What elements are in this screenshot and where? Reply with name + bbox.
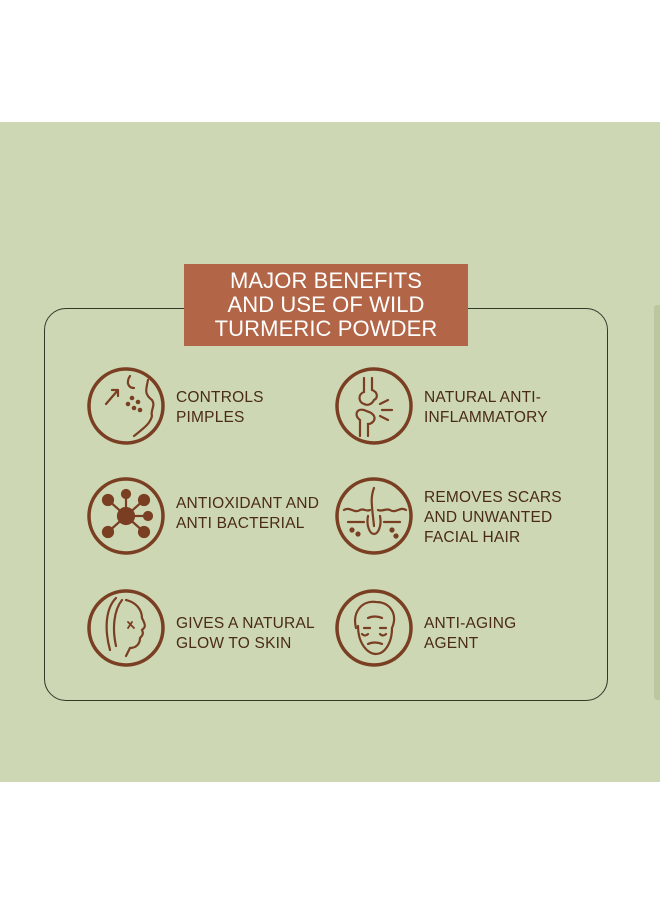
benefit-label-antiaging: ANTI-AGING AGENT [424, 615, 517, 652]
hair-follicle-icon [334, 476, 414, 556]
joint-inflammation-icon [334, 366, 414, 446]
benefit-label-antioxidant: ANTIOXIDANT AND ANTI BACTERIAL [176, 495, 320, 532]
benefit-label-glow: GIVES A NATURAL GLOW TO SKIN [176, 615, 315, 652]
benefit-label-scars: REMOVES SCARS AND UNWANTED FACIAL HAIR [424, 489, 562, 546]
side-edge-bar [654, 305, 660, 700]
title-banner: MAJOR BENEFITS AND USE OF WILD TURMERIC … [184, 264, 468, 346]
title-text: MAJOR BENEFITS AND USE OF WILD TURMERIC … [214, 268, 438, 341]
face-pimples-icon [86, 366, 166, 446]
molecule-icon [86, 476, 166, 556]
glowing-face-icon [86, 588, 166, 668]
infographic-panel [0, 122, 660, 782]
benefit-label-inflammatory: NATURAL ANTI- INFLAMMATORY [424, 389, 548, 426]
benefit-label-pimples: CONTROLS PIMPLES [176, 389, 264, 426]
aging-face-icon [334, 588, 414, 668]
